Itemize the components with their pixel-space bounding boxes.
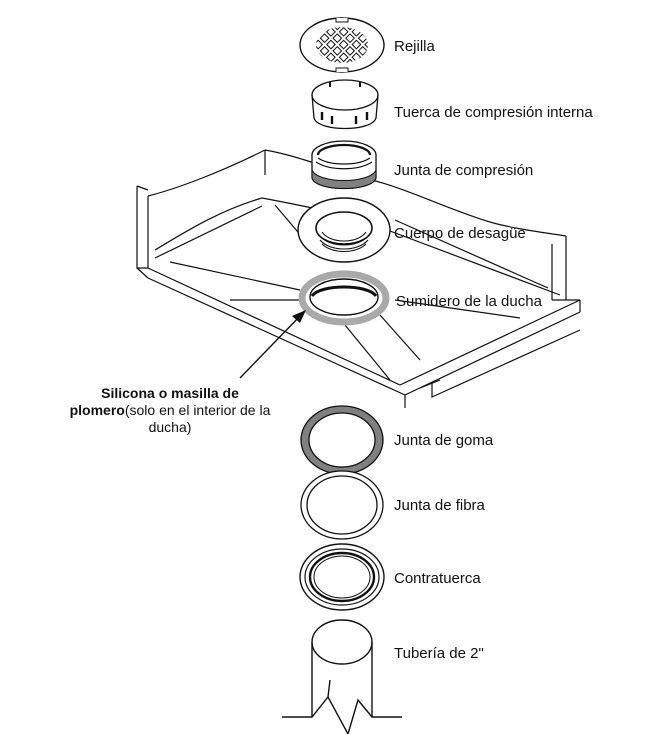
label-cuerpo-desague: Cuerpo de desagüe [394,225,526,242]
rubber-gasket [300,405,384,475]
drain-body [297,197,391,263]
grate [299,17,385,73]
label-tuerca-compresion-interna: Tuerca de compresión interna [394,104,593,121]
label-contratuerca: Contratuerca [394,570,481,587]
label-tuberia: Tubería de 2" [394,645,484,662]
two-inch-pipe [282,619,402,734]
label-junta-goma: Junta de goma [394,432,494,449]
lock-nut [299,543,385,611]
label-rejilla: Rejilla [394,38,436,55]
sealant-callout-bold: Silicona o masilla de plomero [69,385,239,418]
sealant-callout-arrow [239,310,306,379]
sealant-callout-detail: (solo en el interior de la ducha) [124,402,271,435]
shower-pan [136,149,581,408]
shower-sump-opening [298,270,390,326]
sealant-callout-note: Silicona o masilla de plomero(solo en el… [60,385,280,436]
compression-gasket [311,140,377,190]
internal-compression-nut [311,79,379,130]
label-junta-fibra: Junta de fibra [394,497,486,514]
label-sumidero-ducha: Sumidero de la ducha [396,293,543,310]
label-junta-compresion: Junta de compresión [394,162,533,179]
fiber-gasket [300,470,384,540]
